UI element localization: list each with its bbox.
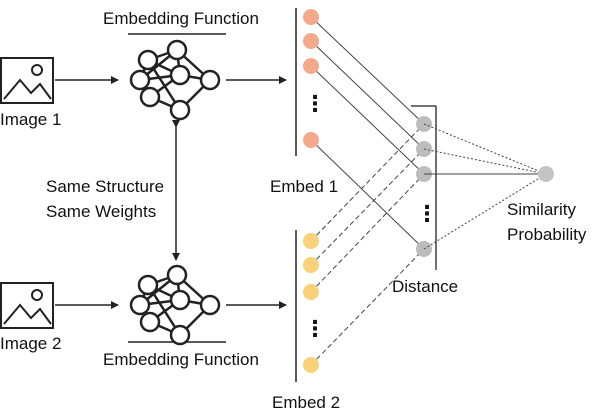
network-node [169, 64, 191, 86]
network-node [169, 99, 191, 121]
image2-label: Image 2 [0, 334, 61, 353]
embed2-vector [303, 233, 319, 373]
embed2-node [303, 233, 319, 249]
embed2-node [303, 357, 319, 373]
embedding-distance-connections [310, 16, 425, 366]
embedding-function-bottom-label: Embedding Function [103, 350, 259, 369]
output-connection [423, 123, 547, 175]
distance-label: Distance [392, 277, 458, 296]
embed1-label: Embed 1 [270, 177, 338, 196]
network-node [137, 274, 159, 296]
embed2-label: Embed 2 [272, 393, 340, 410]
embedding-function-top-label: Embedding Function [103, 9, 259, 28]
network-node [169, 289, 191, 311]
network-node [137, 49, 159, 71]
distance-output-connections [423, 123, 547, 250]
embed2-node [303, 284, 319, 300]
neural-network-icon [129, 264, 221, 346]
connection-line [310, 173, 425, 293]
distance-ellipsis: ⋮ [416, 201, 438, 226]
similarity-label-line1: Similarity [507, 200, 576, 219]
output-connection [423, 148, 547, 175]
network-node [139, 311, 161, 333]
neural-network-icon [129, 39, 221, 121]
image2-icon [0, 282, 54, 329]
embed1-node [303, 33, 319, 49]
same-structure-label: Same Structure [46, 177, 164, 196]
network-node [129, 294, 151, 316]
connection-line [310, 123, 425, 242]
network-node [129, 69, 151, 91]
same-weights-label: Same Weights [46, 202, 156, 221]
embed1-ellipsis: ⋮ [304, 91, 326, 116]
embed1-node [303, 132, 319, 148]
embed2-node [303, 257, 319, 273]
network-node [199, 69, 221, 91]
connection-line [310, 16, 425, 125]
image1-label: Image 1 [0, 110, 61, 129]
network-node [166, 39, 188, 61]
network-node [166, 264, 188, 286]
embed1-vector [303, 9, 319, 148]
similarity-label-line2: Probability [507, 225, 587, 244]
embed2-ellipsis: ⋮ [304, 316, 326, 341]
network-node [169, 324, 191, 346]
image1-icon [0, 57, 54, 104]
embed1-node [303, 9, 319, 25]
connection-line [310, 148, 425, 266]
connection-line [310, 248, 425, 366]
output-node [538, 166, 554, 182]
connection-line [310, 65, 425, 175]
network-node [199, 294, 221, 316]
embed1-node [303, 58, 319, 74]
connection-line [310, 139, 425, 250]
connection-line [310, 40, 425, 150]
distance-vector [416, 116, 432, 257]
network-node [139, 86, 161, 108]
